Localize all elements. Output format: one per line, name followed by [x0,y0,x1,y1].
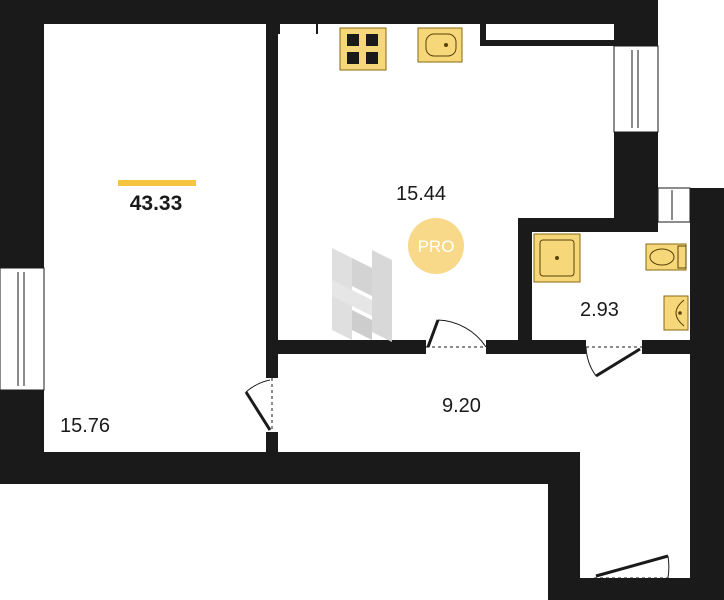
partition-horizontal-2 [486,340,586,354]
kitchen-niche-cut [486,24,614,40]
wall-hall-left [548,452,580,600]
area-bathroom: 2.93 [580,299,619,321]
total-area-accent [118,180,196,186]
wall-left [0,0,44,484]
shower-icon [533,233,581,283]
pro-badge-label: PRO [418,237,455,256]
door-room [244,378,273,432]
door-kitchen [426,319,487,348]
doors [244,319,670,600]
bath-wall-left [518,222,532,354]
stove-icon [339,27,387,71]
wall-hall-bottom [548,578,724,600]
window-left [0,267,45,391]
area-room-left: 15.76 [60,415,110,437]
watermark-logo [332,248,392,342]
corner-piece-cut [280,24,316,34]
pro-badge: PRO [408,218,464,274]
total-area: 43.33 [130,192,183,215]
door-entrance [594,554,670,600]
window-bath [657,187,691,223]
partition-vertical [266,18,278,378]
door-bathroom [585,346,642,378]
area-hallway: 9.20 [442,395,481,417]
toilet-icon [645,243,687,271]
windows [0,45,691,391]
wall-bottom-left [0,452,580,484]
fixtures [339,27,689,331]
partition-horizontal-3 [642,340,724,354]
bath-wall-top [518,218,658,232]
wall-right-lower [690,188,724,600]
partition-vertical-lower [266,432,278,462]
interior-walls [266,18,724,462]
kitchen-sink-icon [417,27,463,63]
window-right [613,45,659,133]
washbasin-icon [663,295,689,331]
area-kitchen-living: 15.44 [396,183,446,205]
partition-horizontal-1 [266,340,426,354]
